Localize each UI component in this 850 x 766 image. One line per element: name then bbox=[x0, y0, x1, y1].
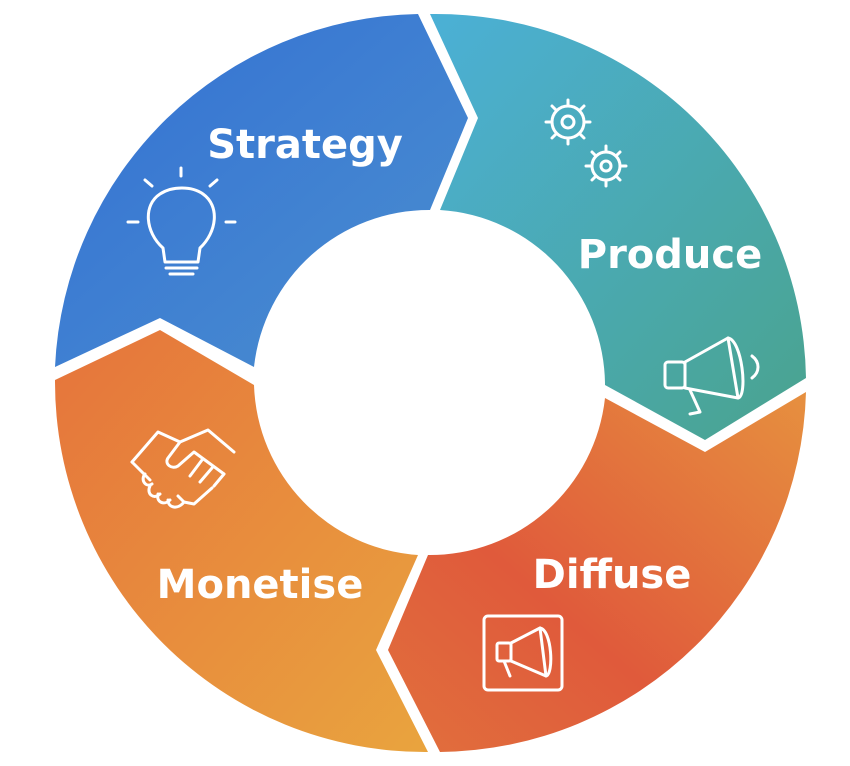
label-monetise: Monetise bbox=[157, 562, 364, 608]
segment-produce bbox=[430, 13, 806, 441]
megaphone-icon bbox=[663, 336, 760, 416]
label-produce: Produce bbox=[578, 232, 762, 278]
label-strategy: Strategy bbox=[207, 122, 403, 168]
megaphone-box-icon bbox=[482, 614, 564, 692]
label-diffuse: Diffuse bbox=[533, 552, 692, 598]
lightbulb-icon bbox=[126, 166, 237, 276]
segment-strategy bbox=[55, 14, 468, 367]
handshake-icon bbox=[130, 428, 236, 509]
gears-icon bbox=[544, 98, 628, 188]
segment-diffuse bbox=[388, 392, 806, 752]
segment-monetise bbox=[54, 330, 429, 753]
